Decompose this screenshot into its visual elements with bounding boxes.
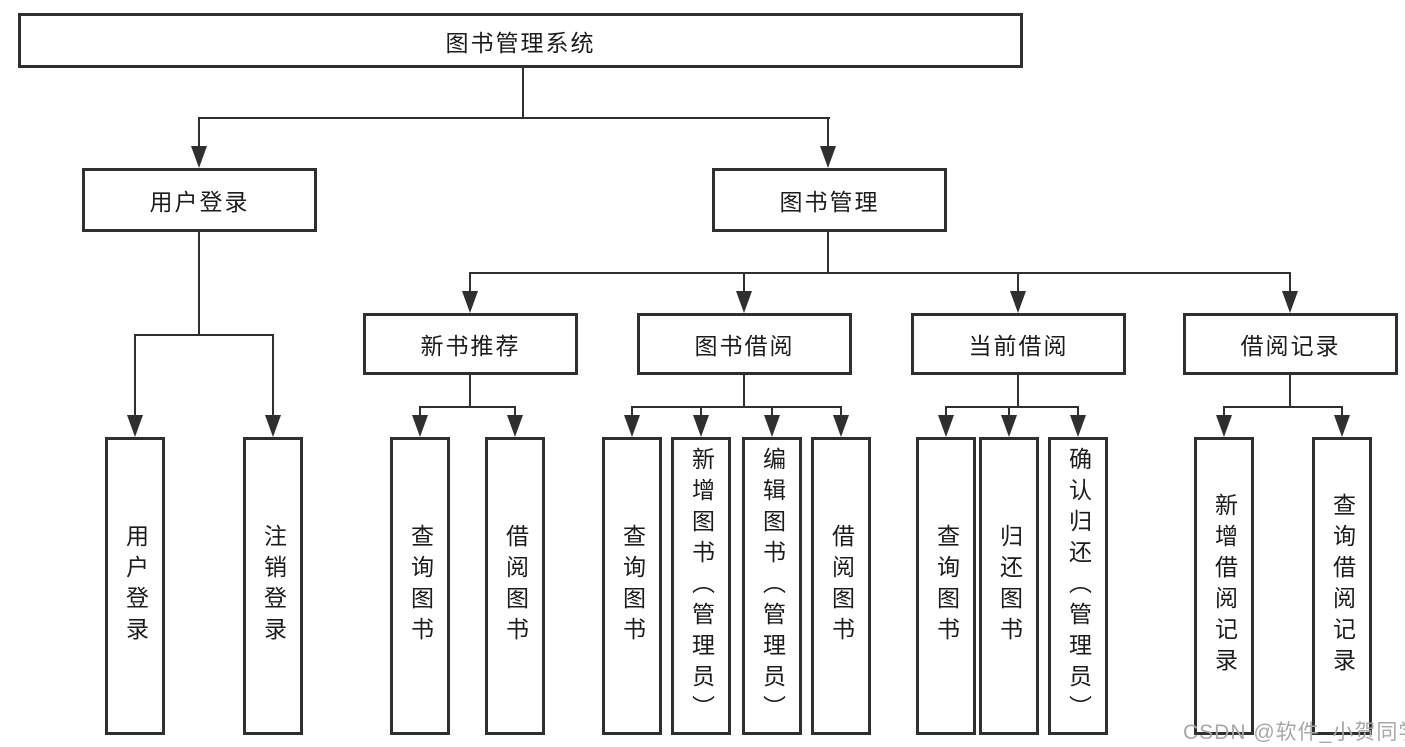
- arrowhead-down-icon: [820, 146, 836, 168]
- arrowhead-down-icon: [1010, 291, 1026, 313]
- connector-line: [743, 375, 745, 407]
- connector-line: [1289, 375, 1291, 407]
- arrowhead-down-icon: [693, 415, 709, 437]
- connector-line: [1223, 406, 1343, 408]
- connector-line: [1008, 406, 1010, 417]
- node-label: 查询图书: [407, 524, 434, 648]
- leaf-query-books-current: 查询图书: [916, 437, 976, 735]
- node-library-management-system: 图书管理系统: [18, 13, 1023, 68]
- node-borrowing-records: 借阅记录: [1183, 313, 1398, 375]
- node-label: 用户登录: [122, 524, 149, 648]
- node-label: 借阅图书: [502, 524, 529, 648]
- connector-line: [419, 406, 421, 417]
- arrowhead-down-icon: [1070, 415, 1086, 437]
- node-label: 借阅记录: [1240, 333, 1341, 359]
- node-book-management: 图书管理: [712, 168, 947, 232]
- node-label: 图书管理系统: [445, 29, 596, 56]
- leaf-query-books-borrowing: 查询图书: [602, 437, 662, 735]
- connector-line: [514, 406, 516, 417]
- node-book-borrowing: 图书借阅: [637, 313, 852, 375]
- node-current-borrowing: 当前借阅: [911, 313, 1126, 375]
- connector-line: [1017, 272, 1019, 293]
- connector-line: [198, 232, 200, 336]
- node-label: 确认归还（管理员）: [1065, 446, 1092, 726]
- leaf-add-borrow-record: 新增借阅记录: [1194, 437, 1254, 735]
- connector-line: [1341, 406, 1343, 417]
- connector-line: [945, 406, 1079, 408]
- node-label: 图书管理: [779, 189, 880, 215]
- arrowhead-down-icon: [1282, 291, 1298, 313]
- leaf-query-borrow-record: 查询借阅记录: [1312, 437, 1372, 735]
- leaf-borrow-books-borrowing: 借阅图书: [811, 437, 871, 735]
- leaf-query-books-recommend: 查询图书: [390, 437, 450, 735]
- node-label: 编辑图书（管理员）: [759, 446, 786, 726]
- connector-line: [469, 375, 471, 407]
- node-label: 当前借阅: [968, 333, 1069, 359]
- arrowhead-down-icon: [1001, 415, 1017, 437]
- leaf-return-book: 归还图书: [979, 437, 1039, 735]
- node-label: 借阅图书: [828, 524, 855, 648]
- connector-line: [700, 406, 702, 417]
- connector-line: [198, 117, 830, 119]
- arrowhead-down-icon: [833, 415, 849, 437]
- connector-line: [469, 272, 471, 293]
- node-label: 用户登录: [149, 189, 250, 215]
- arrowhead-down-icon: [938, 415, 954, 437]
- node-user-login: 用户登录: [82, 168, 317, 232]
- connector-line: [1289, 272, 1291, 293]
- connector-line: [419, 406, 516, 408]
- connector-line: [743, 272, 745, 293]
- arrowhead-down-icon: [624, 415, 640, 437]
- connector-line: [198, 117, 200, 150]
- leaf-borrow-books-recommend: 借阅图书: [485, 437, 545, 735]
- node-label: 新增借阅记录: [1211, 493, 1238, 679]
- leaf-edit-book-admin: 编辑图书（管理员）: [742, 437, 802, 735]
- connector-line: [827, 117, 829, 150]
- node-label: 归还图书: [996, 524, 1023, 648]
- connector-line: [272, 334, 274, 418]
- arrowhead-down-icon: [507, 415, 523, 437]
- leaf-confirm-return-admin: 确认归还（管理员）: [1048, 437, 1108, 735]
- node-label: 注销登录: [260, 524, 287, 648]
- arrowhead-down-icon: [265, 415, 281, 437]
- node-label: 新书推荐: [420, 333, 521, 359]
- connector-line: [522, 68, 524, 118]
- arrowhead-down-icon: [127, 415, 143, 437]
- connector-line: [1077, 406, 1079, 417]
- connector-line: [1017, 375, 1019, 407]
- node-label: 查询图书: [933, 524, 960, 648]
- arrowhead-down-icon: [736, 291, 752, 313]
- connector-line: [827, 232, 829, 274]
- arrowhead-down-icon: [1334, 415, 1350, 437]
- connector-line: [840, 406, 842, 417]
- arrowhead-down-icon: [191, 146, 207, 168]
- arrowhead-down-icon: [412, 415, 428, 437]
- node-label: 查询借阅记录: [1329, 493, 1356, 679]
- connector-line: [631, 406, 633, 417]
- arrowhead-down-icon: [764, 415, 780, 437]
- node-label: 图书借阅: [694, 333, 795, 359]
- connector-line: [134, 334, 274, 336]
- connector-line: [134, 334, 136, 418]
- node-label: 新增图书（管理员）: [688, 446, 715, 726]
- leaf-user-login: 用户登录: [105, 437, 165, 735]
- node-label: 查询图书: [619, 524, 646, 648]
- node-new-book-recommendation: 新书推荐: [363, 313, 578, 375]
- connector-line: [1223, 406, 1225, 417]
- csdn-watermark: CSDN @软件_小贺同学: [1183, 721, 1405, 744]
- connector-line: [469, 272, 1291, 274]
- connector-line: [631, 406, 842, 408]
- leaf-add-book-admin: 新增图书（管理员）: [671, 437, 731, 735]
- arrowhead-down-icon: [462, 291, 478, 313]
- connector-line: [945, 406, 947, 417]
- arrowhead-down-icon: [1216, 415, 1232, 437]
- connector-line: [771, 406, 773, 417]
- leaf-logout: 注销登录: [243, 437, 303, 735]
